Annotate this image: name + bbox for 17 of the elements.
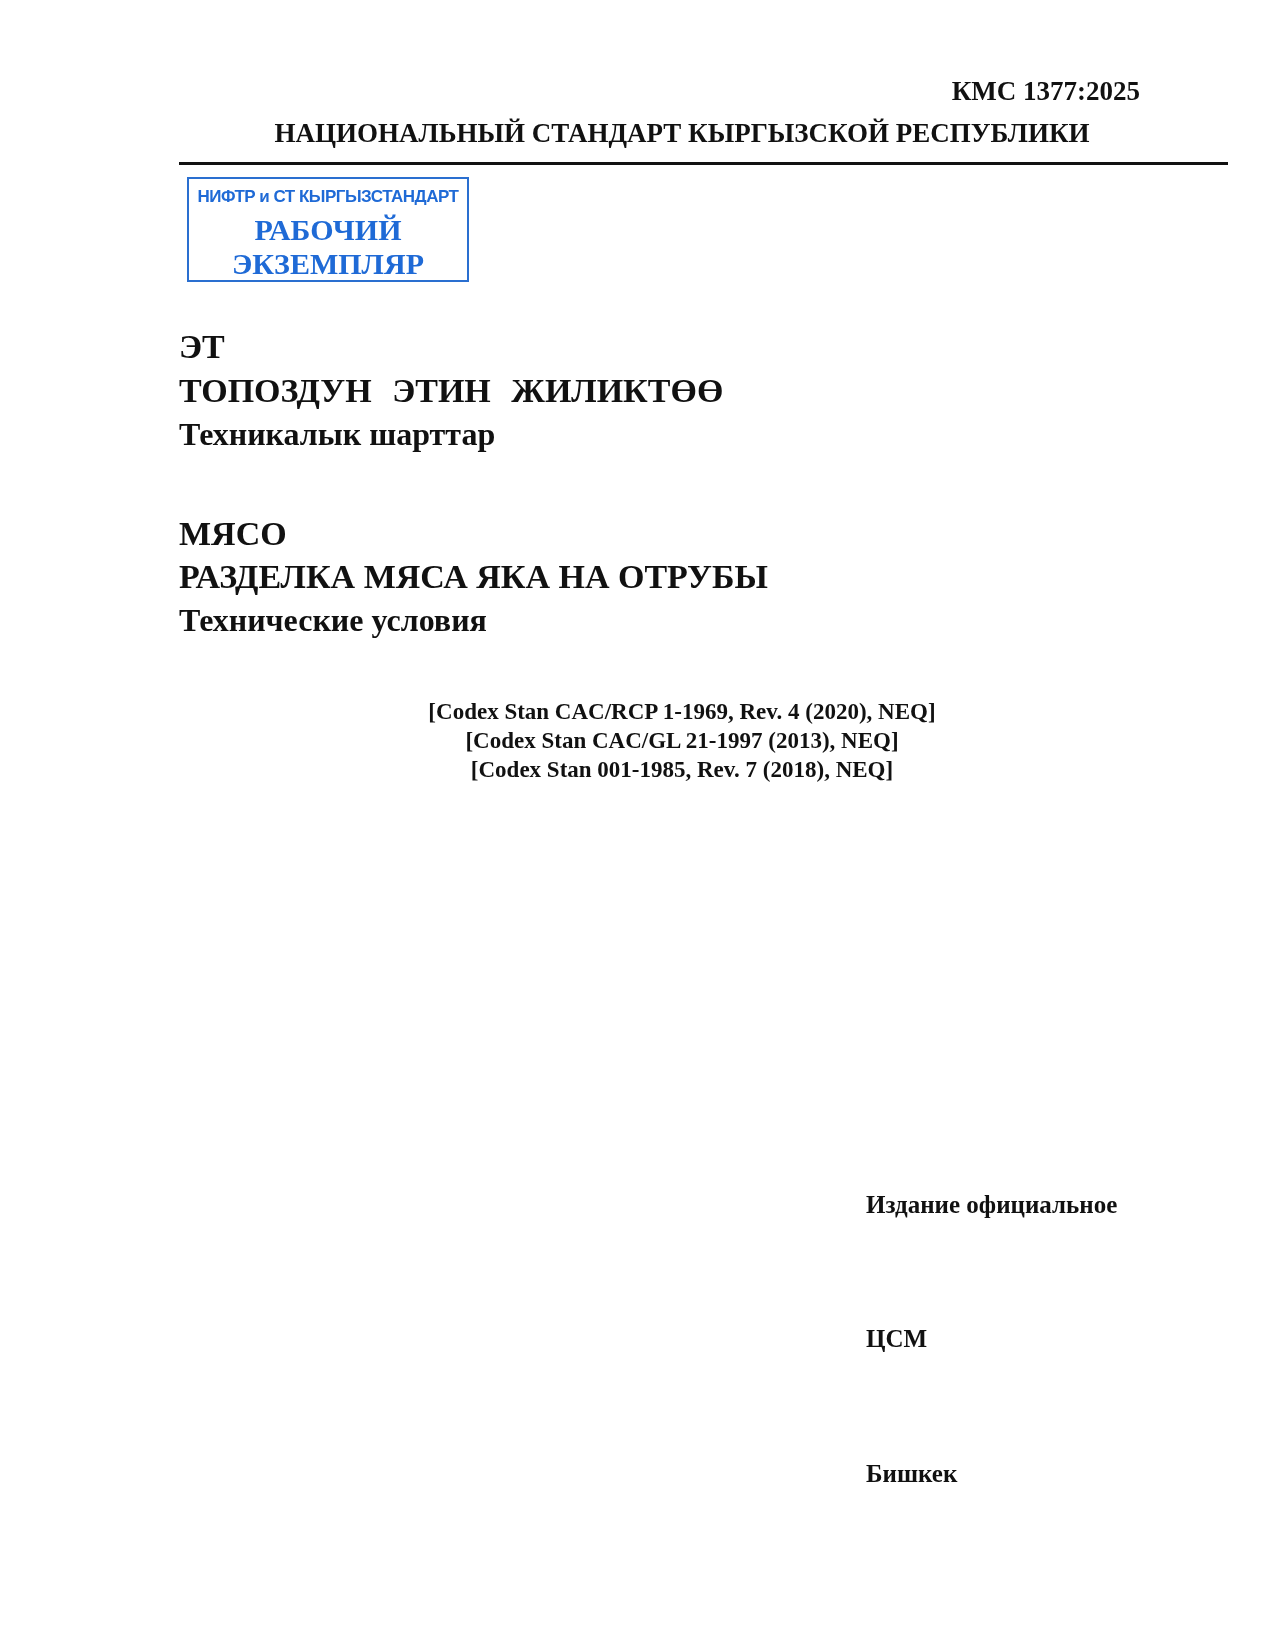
reference-standard: [Codex Stan CAC/GL 21-1997 (2013), NEQ] xyxy=(464,729,900,752)
document-title: ЭТ xyxy=(179,330,225,364)
document-title: ТОПОЗДУН ЭТИН ЖИЛИКТӨӨ xyxy=(179,374,724,408)
edition-note: Издание официальное xyxy=(866,1192,1118,1217)
document-subtitle: Технические условия xyxy=(179,604,487,636)
reference-standard: [Codex Stan 001-1985, Rev. 7 (2018), NEQ] xyxy=(469,758,895,781)
document-subtitle: Техникалык шарттар xyxy=(179,418,496,450)
document-title: РАЗДЕЛКА МЯСА ЯКА НА ОТРУБЫ xyxy=(179,560,768,594)
publisher-name: ЦСМ xyxy=(866,1326,928,1351)
reference-standard: [Codex Stan CAC/RCP 1-1969, Rev. 4 (2020), NEQ] xyxy=(427,700,937,723)
standard-heading: НАЦИОНАЛЬНЫЙ СТАНДАРТ КЫРГЫЗСКОЙ РЕСПУБЛИКИ xyxy=(273,120,1091,147)
standard-number: КМС 1377:2025 xyxy=(951,78,1140,105)
city-name: Бишкек xyxy=(866,1461,958,1486)
stamp-box xyxy=(187,177,469,282)
stamp-issuer: НИФТР и СТ КЫРГЫЗСТАНДАРТ xyxy=(196,187,460,207)
document-title: МЯСО xyxy=(179,517,287,551)
stamp-text: РАБОЧИЙ ЭКЗЕМПЛЯР xyxy=(231,213,425,281)
